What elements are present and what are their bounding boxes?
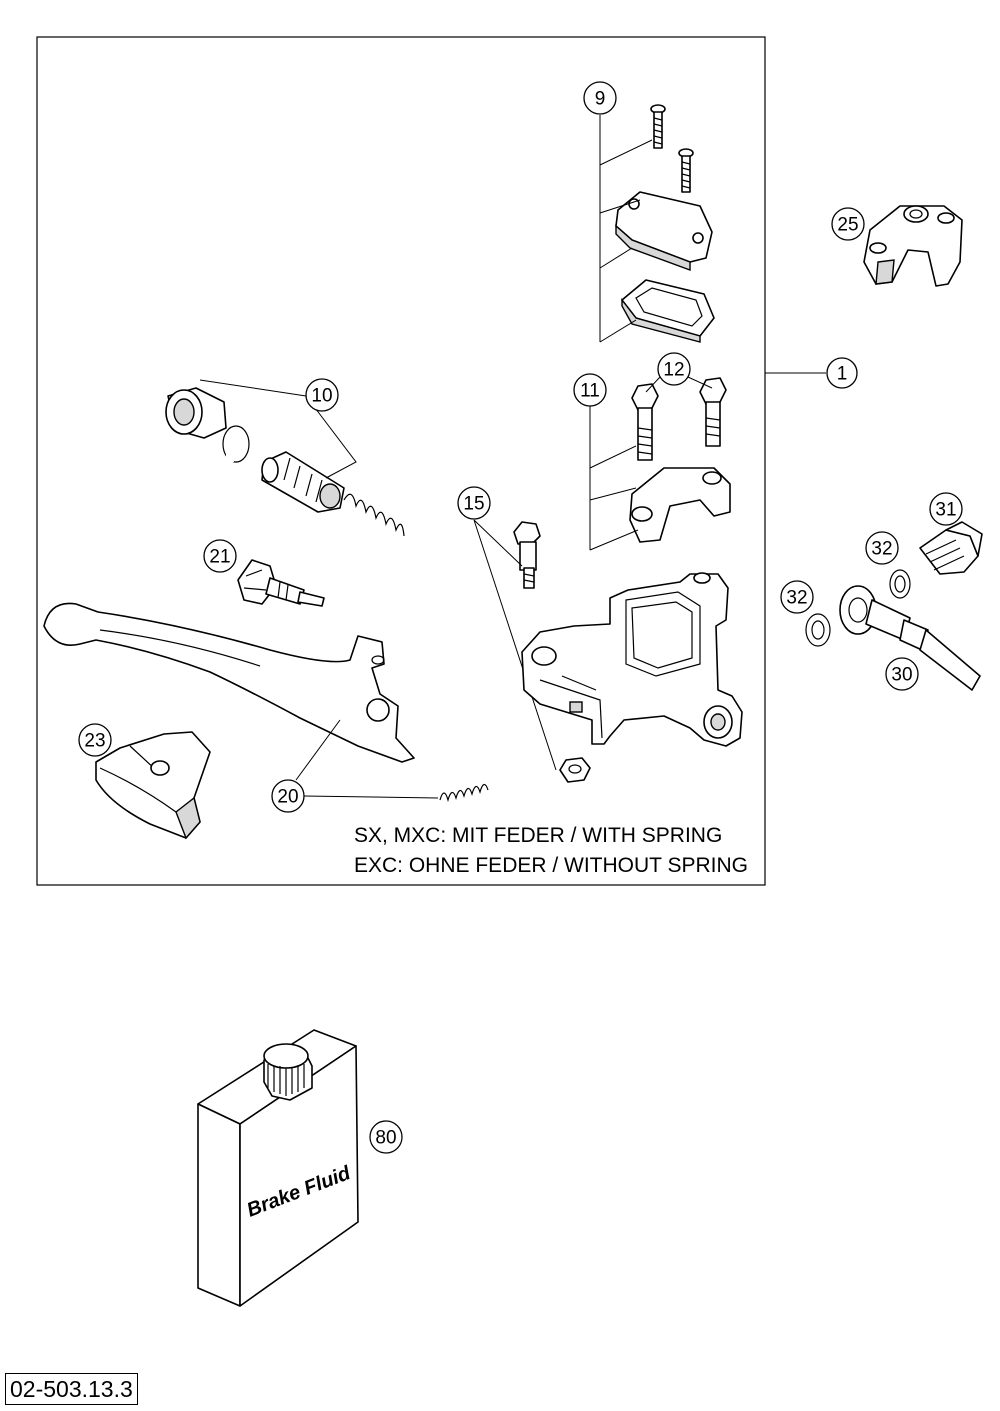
reservoir-cover — [615, 191, 713, 272]
brake-fluid-can-80 — [197, 1029, 359, 1307]
brake-lever-20 — [43, 602, 415, 763]
handlebar-clamp-25 — [863, 205, 963, 287]
brake-hose-30 — [839, 585, 981, 691]
svg-text:30: 30 — [891, 665, 912, 686]
circlip — [222, 425, 250, 463]
svg-text:1: 1 — [837, 364, 848, 385]
callout-1: 1 — [826, 357, 858, 389]
callout-23: 23 — [78, 723, 112, 757]
callout-25: 25 — [831, 207, 865, 241]
callout-21: 21 — [203, 539, 237, 573]
callout-10: 10 — [305, 378, 339, 412]
sealing-washer-32 — [805, 613, 831, 647]
cover-screw — [650, 104, 666, 149]
svg-text:9: 9 — [595, 89, 606, 110]
piston — [261, 451, 345, 513]
spring-note-line-1: SX, MXC: MIT FEDER / WITH SPRING — [354, 824, 722, 847]
reservoir-gasket — [621, 279, 715, 343]
svg-text:32: 32 — [871, 539, 892, 560]
spring-note-line-2: EXC: OHNE FEDER / WITHOUT SPRING — [354, 854, 748, 877]
pivot-nut — [559, 757, 591, 783]
svg-text:10: 10 — [311, 386, 332, 407]
piston-spring — [343, 493, 405, 537]
callout-20: 20 — [271, 779, 305, 813]
piston-kit-10 — [165, 379, 405, 537]
svg-text:31: 31 — [935, 500, 956, 521]
dust-boot — [165, 387, 227, 439]
svg-text:21: 21 — [209, 547, 230, 568]
svg-text:15: 15 — [463, 494, 484, 515]
svg-text:32: 32 — [786, 588, 807, 609]
sealing-washer-32 — [889, 569, 911, 599]
svg-text:25: 25 — [837, 215, 858, 236]
svg-text:20: 20 — [277, 787, 298, 808]
brake-hose-group — [805, 521, 983, 691]
svg-text:23: 23 — [84, 731, 105, 752]
assembly-frame — [36, 36, 766, 886]
pivot-bolt-15 — [473, 519, 591, 783]
svg-text:12: 12 — [663, 360, 684, 381]
callout-11: 11 — [573, 373, 607, 407]
callout-80: 80 — [369, 1120, 403, 1154]
clamp-half-11 — [589, 406, 731, 551]
callout-9: 9 — [583, 81, 617, 115]
callout-32-lower: 32 — [780, 580, 814, 614]
reservoir-cover-group — [599, 104, 715, 343]
lever-spring — [295, 719, 489, 803]
banjo-bolt-31 — [919, 521, 983, 575]
clamp-bolts-12 — [631, 376, 727, 461]
clamp-bolt — [699, 377, 727, 447]
svg-text:11: 11 — [580, 381, 600, 402]
cover-screw — [678, 148, 694, 193]
callout-31: 31 — [929, 492, 963, 526]
master-cylinder-body — [521, 572, 743, 747]
clamp-bolt — [631, 383, 659, 461]
document-code: 02-503.13.3 — [5, 1373, 138, 1405]
adjuster-screw-21 — [237, 559, 325, 607]
callout-30: 30 — [885, 657, 919, 691]
svg-text:80: 80 — [375, 1128, 396, 1149]
callout-12: 12 — [657, 352, 691, 386]
lever-guard-23 — [95, 731, 211, 840]
callout-15: 15 — [457, 486, 491, 520]
callout-32-upper: 32 — [865, 531, 899, 565]
